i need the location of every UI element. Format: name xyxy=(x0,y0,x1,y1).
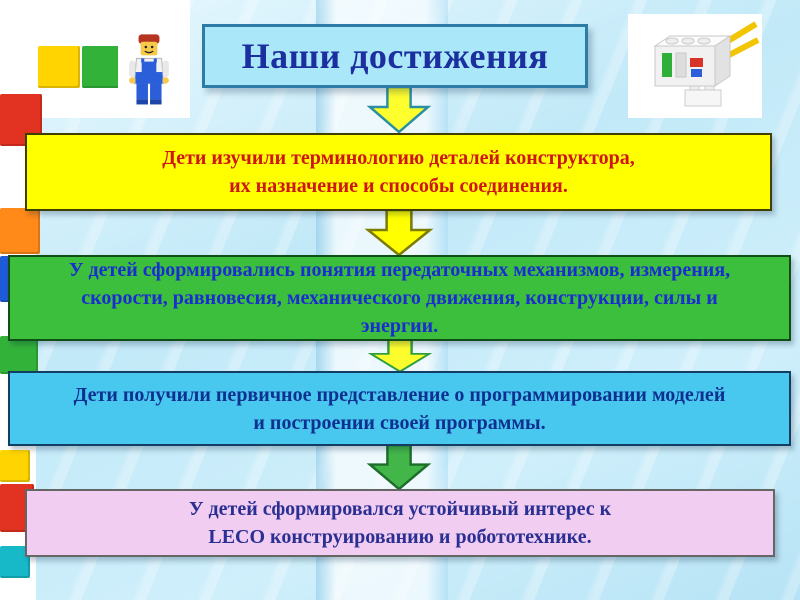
achievement-text: Дети получили первичное представление о … xyxy=(73,383,726,434)
slide-title-text: Наши достижения xyxy=(241,36,549,76)
down-arrow-icon xyxy=(366,85,432,134)
down-arrow-icon xyxy=(366,443,432,491)
lego-block xyxy=(82,46,124,88)
lego-block xyxy=(0,336,38,374)
lego-bricks-icon xyxy=(653,21,760,107)
lego-minifigure-icon xyxy=(129,34,169,105)
down-arrow-icon xyxy=(367,338,433,373)
achievement-box-concepts: У детей сформировались понятия передаточ… xyxy=(8,255,791,341)
lego-block xyxy=(0,450,30,482)
achievement-box-programming: Дети получили первичное представление о … xyxy=(8,371,791,446)
lego-bricks-image xyxy=(628,14,762,118)
achievement-box-interest: У детей сформировался устойчивый интерес… xyxy=(25,489,775,557)
lego-block xyxy=(0,208,40,254)
lego-minifigure-image xyxy=(118,28,180,114)
achievement-box-terminology: Дети изучили терминологию деталей констр… xyxy=(25,133,772,211)
achievement-text: У детей сформировались понятия передаточ… xyxy=(68,259,731,337)
lego-block xyxy=(38,46,80,88)
slide-title: Наши достижения xyxy=(202,24,588,88)
down-arrow-icon xyxy=(364,208,434,257)
achievement-text: У детей сформировался устойчивый интерес… xyxy=(188,498,612,548)
achievement-text: Дети изучили терминологию деталей констр… xyxy=(162,147,635,197)
